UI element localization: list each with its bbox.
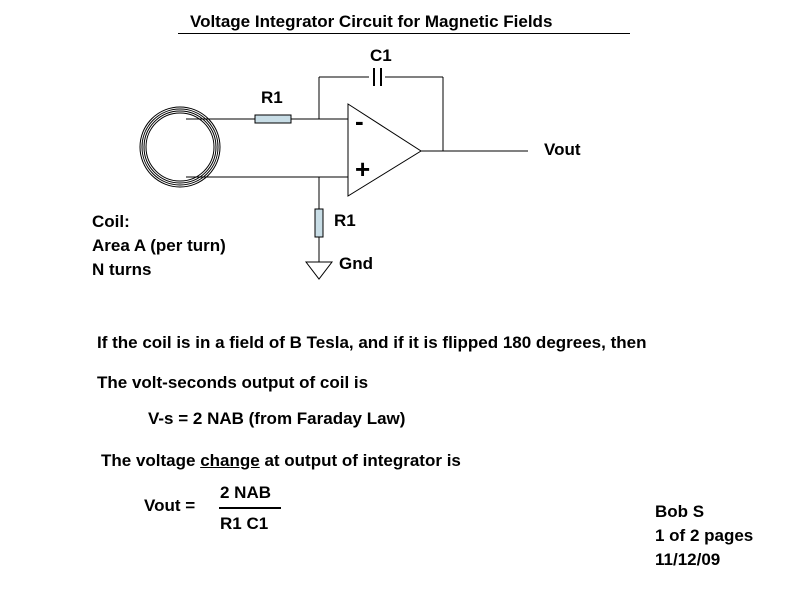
- faraday-equation: V-s = 2 NAB (from Faraday Law): [148, 409, 406, 428]
- explanation-text: at output of integrator is: [259, 451, 461, 470]
- date: 11/12/09: [655, 550, 721, 569]
- explanation-text: The voltage: [101, 451, 201, 470]
- ground-icon: [304, 261, 334, 280]
- underlined-word: change: [200, 451, 260, 470]
- opamp-icon: [347, 103, 422, 197]
- page-title: Voltage Integrator Circuit for Magnetic …: [190, 12, 553, 31]
- title-underline: [178, 33, 630, 34]
- explanation-line: The voltage change at output of integrat…: [101, 451, 461, 471]
- explanation-line: If the coil is in a field of B Tesla, an…: [97, 333, 647, 352]
- ground-resistor-icon: [314, 208, 324, 238]
- explanation-line: The volt-seconds output of coil is: [97, 373, 369, 392]
- inverting-input-sign: -: [355, 106, 364, 136]
- ground-label: Gnd: [339, 254, 373, 273]
- coil-label-line: N turns: [92, 260, 152, 279]
- noninverting-input-sign: +: [355, 154, 371, 184]
- capacitor-icon: [373, 68, 382, 86]
- author: Bob S: [655, 502, 705, 521]
- coil-label-line: Coil:: [92, 212, 130, 231]
- formula-denominator: R1 C1: [220, 514, 269, 533]
- capacitor-label: C1: [370, 46, 392, 65]
- page-count: 1 of 2 pages: [655, 526, 754, 545]
- output-label: Vout: [544, 140, 581, 159]
- formula-lhs: Vout =: [144, 496, 196, 515]
- input-resistor-label: R1: [261, 88, 283, 107]
- wires: [186, 76, 528, 262]
- coil-icon: [139, 106, 221, 188]
- coil-label-line: Area A (per turn): [92, 236, 226, 255]
- ground-resistor-label: R1: [334, 211, 356, 230]
- formula-numerator: 2 NAB: [220, 483, 272, 502]
- fraction-bar: [219, 507, 281, 509]
- input-resistor-icon: [254, 114, 292, 124]
